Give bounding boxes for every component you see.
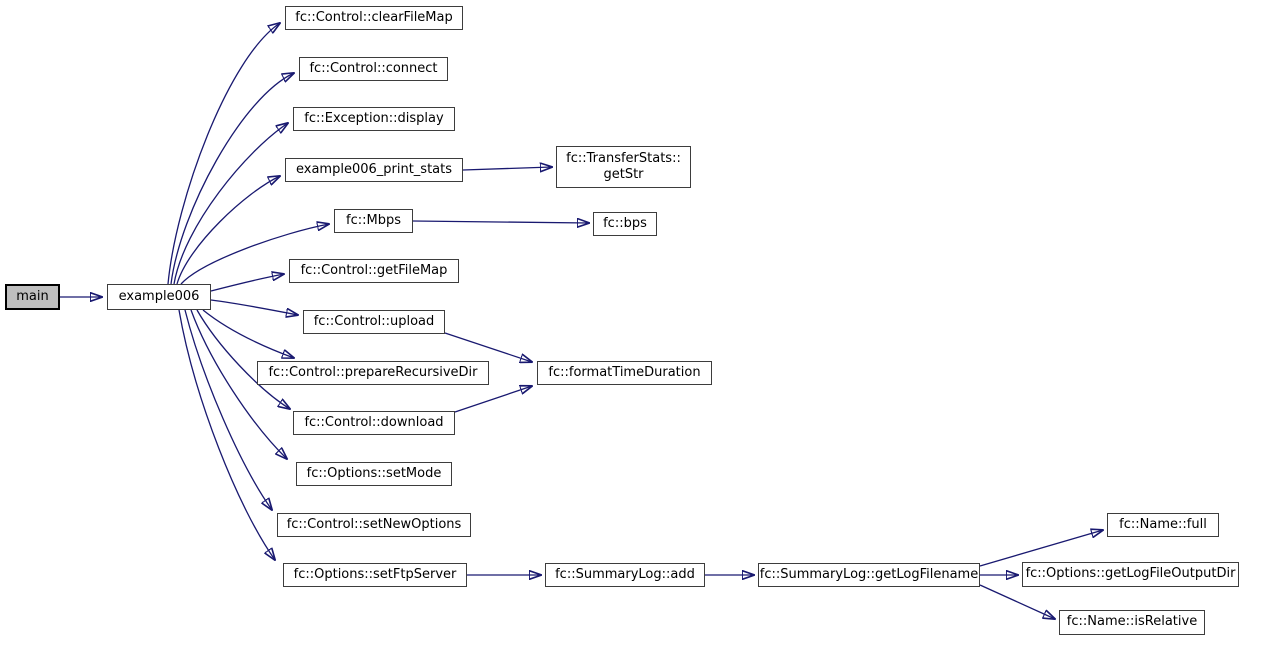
node-summaryLogAdd[interactable]: fc::SummaryLog::add (545, 563, 705, 587)
node-prepareRecursiveDir[interactable]: fc::Control::prepareRecursiveDir (257, 361, 489, 385)
node-display[interactable]: fc::Exception::display (293, 107, 455, 131)
node-setNewOptions[interactable]: fc::Control::setNewOptions (277, 513, 471, 537)
edge-example006-setNewOptions (184, 309, 272, 510)
node-getStr-line2: getStr (603, 167, 644, 182)
edge-example006-setFtpServer (178, 309, 275, 560)
node-upload[interactable]: fc::Control::upload (303, 310, 445, 334)
node-connect[interactable]: fc::Control::connect (299, 57, 448, 81)
node-getLogFileOutputDir[interactable]: fc::Options::getLogFileOutputDir (1022, 562, 1239, 587)
node-getStr[interactable]: fc::TransferStats:: getStr (556, 146, 691, 188)
edge-example006-getFileMap (210, 274, 284, 292)
node-download[interactable]: fc::Control::download (293, 411, 455, 435)
edge-example006-connect (170, 73, 294, 285)
node-example006[interactable]: example006 (107, 284, 211, 310)
edge-example006-printStats (176, 176, 280, 285)
edge-mbps-bps (412, 221, 589, 223)
edge-example006-mbps (180, 224, 329, 285)
node-main[interactable]: main (5, 284, 60, 310)
node-nameFull[interactable]: fc::Name::full (1107, 513, 1219, 537)
edge-upload-formatTimeDuration (444, 332, 532, 362)
edge-example006-prepareRecursiveDir (202, 309, 294, 358)
node-getLogFilename[interactable]: fc::SummaryLog::getLogFilename (758, 563, 980, 587)
edge-example006-clearFileMap (167, 23, 280, 285)
edge-getLogFilename-isRelative (979, 584, 1055, 619)
node-setFtpServer[interactable]: fc::Options::setFtpServer (283, 563, 467, 587)
node-getStr-line1: fc::TransferStats:: (566, 150, 681, 166)
edge-example006-download (196, 309, 290, 409)
node-isRelative[interactable]: fc::Name::isRelative (1059, 610, 1205, 635)
node-getFileMap[interactable]: fc::Control::getFileMap (289, 259, 459, 283)
node-setMode[interactable]: fc::Options::setMode (296, 462, 452, 486)
node-mbps[interactable]: fc::Mbps (334, 209, 413, 233)
edge-example006-upload (210, 299, 298, 315)
edge-example006-display (173, 123, 288, 285)
edge-example006-setMode (190, 309, 287, 459)
node-clearFileMap[interactable]: fc::Control::clearFileMap (285, 6, 463, 30)
node-printStats[interactable]: example006_print_stats (285, 158, 463, 182)
edge-getLogFilename-nameFull (979, 530, 1103, 567)
node-bps[interactable]: fc::bps (593, 212, 657, 236)
edge-download-formatTimeDuration (454, 386, 532, 413)
edge-printStats-getStr (462, 167, 552, 170)
node-formatTimeDuration[interactable]: fc::formatTimeDuration (537, 361, 712, 385)
